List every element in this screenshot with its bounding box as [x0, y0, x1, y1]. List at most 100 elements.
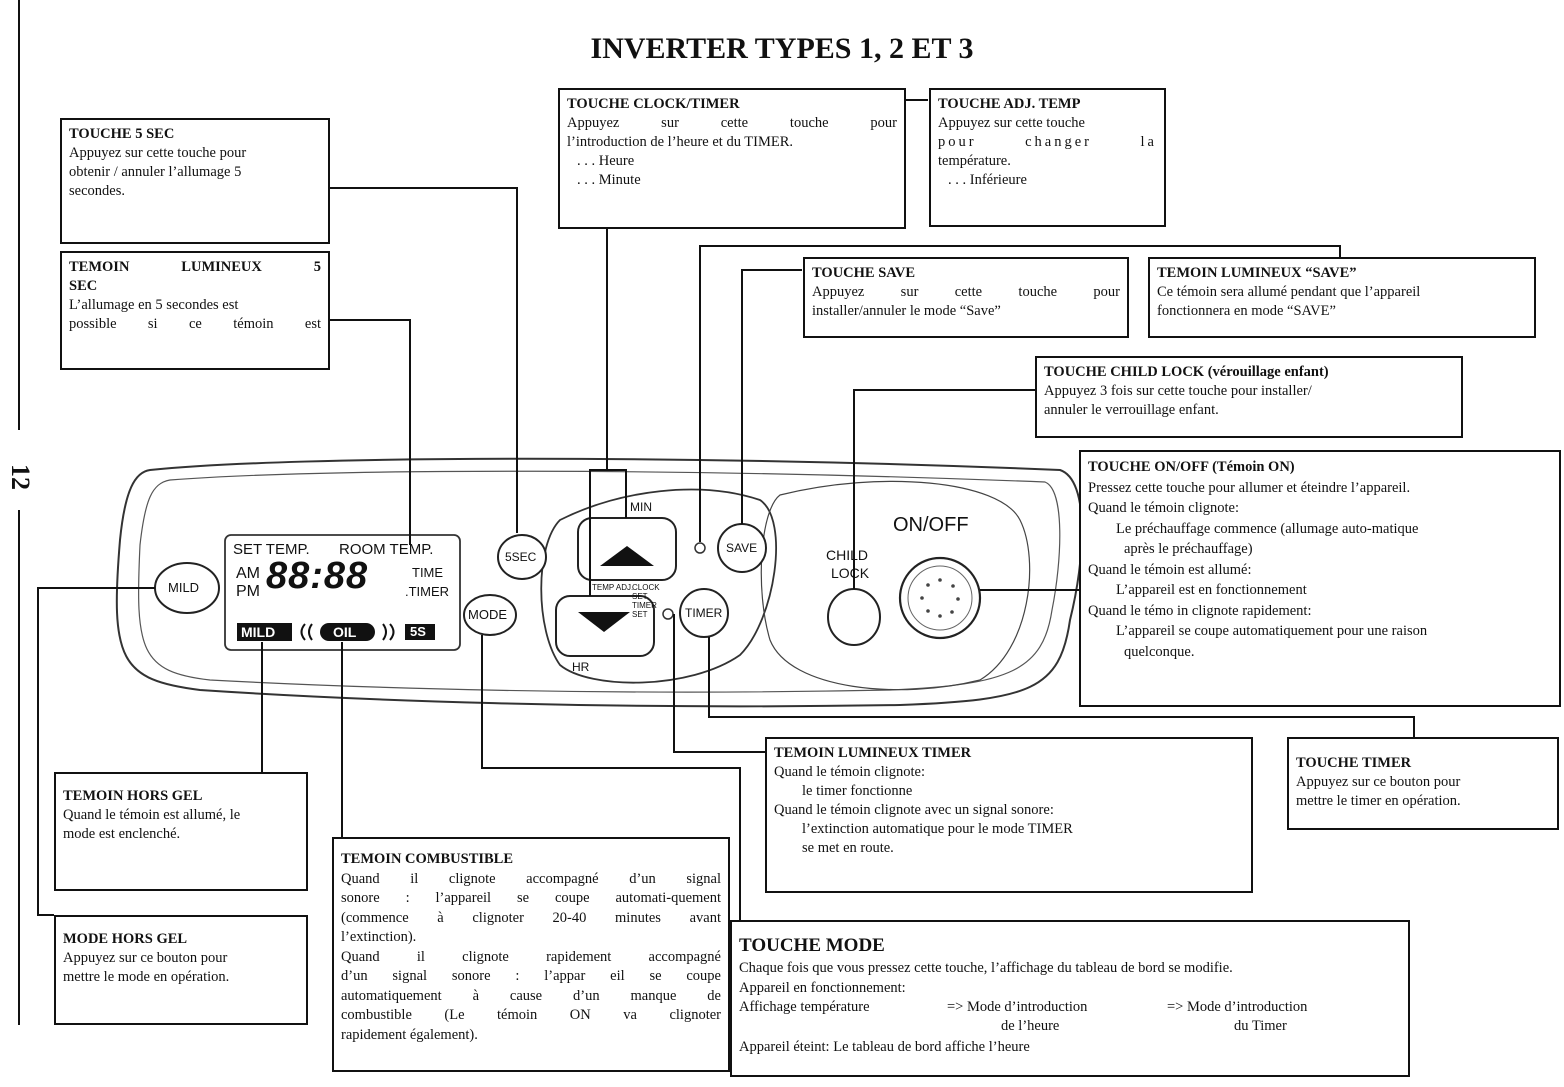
down-arrow-icon [578, 612, 630, 632]
box-title: TOUCHE CHILD LOCK (vérouillage enfant) [1044, 364, 1329, 380]
box-line: Pressez cette touche pour allumer et éte… [1088, 479, 1411, 496]
box-line: l’introduction de l’heure et du TIMER. [567, 134, 794, 150]
leader-modehg [37, 587, 155, 916]
box-line: L’appareil est en fonctionnement [1116, 582, 1307, 598]
lcd-5s-segment: 5S [410, 624, 426, 639]
box-line: annuler le verrouillage enfant. [1044, 402, 1219, 418]
right-lens [760, 480, 1031, 691]
box-touche-save: TOUCHE SAVE Appuyez sur cette touche pou… [803, 257, 1129, 338]
box-touche-clock: TOUCHE CLOCK/TIMER Appuyez sur cette tou… [558, 88, 906, 229]
box-line: Appareil éteint: Le tableau de bord affi… [739, 1039, 1030, 1055]
oil-wave-right [382, 623, 395, 641]
timer-button [679, 588, 729, 638]
lcd-timer: .TIMER [405, 584, 450, 599]
lcd-am: AM [236, 565, 260, 582]
box-line: Appuyez sur cette touche [938, 115, 1085, 131]
lcd-digits: 88:88 [266, 555, 369, 597]
lcd-oil-segment: OIL [333, 624, 357, 640]
box-line: Appuyez sur cette touche pour [567, 115, 897, 131]
mode-button-label[interactable]: MODE [468, 607, 507, 622]
5sec-button [497, 534, 547, 580]
box-line: Quand le témoin clignote: [774, 764, 926, 780]
box-line: . . . Inférieure [948, 172, 1027, 188]
mild-segment-bg [237, 623, 292, 641]
box-line: L’appareil se coupe automatiquement pour… [1116, 623, 1428, 639]
box-line: mode est enclenché. [63, 826, 181, 842]
child-lock-button [827, 588, 881, 646]
box-line: Appuyez sur ce bouton pour [63, 950, 228, 966]
5sec-button-label[interactable]: 5SEC [505, 550, 537, 564]
box-line: Appuyez 3 fois sur cette touche pour ins… [1044, 383, 1312, 399]
panel-outline [115, 457, 1083, 708]
clock-set-label: CLOCK SET TIMER SET [632, 583, 660, 619]
temp-adj-label: TEMP ADJ. [592, 583, 634, 592]
leader-timer [708, 637, 1415, 737]
5s-segment-bg [405, 624, 435, 640]
box-title: TOUCHE ON/OFF (Témoin ON) [1088, 459, 1295, 475]
box-line: secondes. [69, 183, 125, 199]
box-title: TEMOIN LUMINEUX 5 [69, 259, 321, 275]
box-line: rapidement également). [341, 1026, 478, 1043]
box-temoin-hors-gel: TEMOIN HORS GEL Quand le témoin est allu… [54, 772, 308, 891]
box-line: combustible (Le témoin ON va clignoter [341, 1007, 721, 1023]
box-touche-child-lock: TOUCHE CHILD LOCK (vérouillage enfant) A… [1035, 356, 1463, 438]
leader-5sec [328, 187, 518, 533]
mode-step-1: Affichage température [739, 999, 870, 1015]
box-line: température. [938, 153, 1011, 169]
oil-wave-left [300, 623, 313, 641]
box-line: L’allumage en 5 secondes est [69, 297, 239, 313]
onoff-label: ON/OFF [893, 514, 969, 536]
box-line: mettre le mode en opération. [63, 969, 230, 985]
min-label: MIN [630, 500, 652, 514]
box-title: TOUCHE ADJ. TEMP [938, 96, 1081, 112]
margin-rule-top [18, 0, 20, 430]
box-touche-mode: TOUCHE MODE Chaque fois que vous pressez… [730, 920, 1410, 1077]
box-line: Quand le témoin clignote avec un signal … [774, 802, 1054, 818]
box-temoin-5sec: TEMOIN LUMINEUX 5 SEC L’allumage en 5 se… [60, 251, 330, 370]
lcd-pm: PM [236, 583, 260, 600]
mild-button-label[interactable]: MILD [168, 580, 200, 595]
box-line: l’extinction automatique pour le mode TI… [802, 821, 1073, 837]
save-button-label[interactable]: SAVE [726, 541, 758, 555]
box-title: TOUCHE TIMER [1296, 755, 1412, 771]
box-title: SEC [69, 278, 98, 294]
box-line: . . . Minute [577, 172, 641, 188]
leader-save [741, 269, 802, 524]
box-line: Chaque fois que vous pressez cette touch… [739, 960, 1233, 976]
box-title: TEMOIN LUMINEUX TIMER [774, 745, 972, 761]
margin-rule-bottom [18, 510, 20, 1025]
box-title: TOUCHE SAVE [812, 265, 916, 281]
box-line: Ce témoin sera allumé pendant que l’appa… [1157, 284, 1421, 300]
box-line: Appuyez sur cette touche pour [69, 145, 247, 161]
save-indicator-led [694, 542, 706, 554]
box-touche-timer: TOUCHE TIMER Appuyez sur ce bouton pour … [1287, 737, 1559, 830]
box-title: TEMOIN LUMINEUX “SAVE” [1157, 265, 1357, 281]
mode-step-2: => Mode d’introduction [947, 999, 1088, 1015]
box-touche-adj-temp: TOUCHE ADJ. TEMP Appuyez sur cette touch… [929, 88, 1166, 227]
box-temoin-combustible: TEMOIN COMBUSTIBLE Quand il clignote acc… [332, 837, 730, 1072]
box-line: pour changer la [938, 134, 1157, 150]
onoff-dots [920, 578, 960, 618]
box-line: d’un signal sonore : l’appar eil se coup… [341, 968, 721, 984]
box-line: Le préchauffage commence (allumage auto-… [1116, 520, 1419, 537]
box-line: Appareil en fonctionnement: [739, 979, 906, 996]
lcd-time: TIME [412, 565, 444, 580]
onoff-button-inner [907, 565, 973, 631]
timer-button-label[interactable]: TIMER [685, 606, 723, 620]
lcd-room-temp: ROOM TEMP. [339, 541, 434, 558]
box-temoin-timer: TEMOIN LUMINEUX TIMER Quand le témoin cl… [765, 737, 1253, 893]
box-temoin-save: TEMOIN LUMINEUX “SAVE” Ce témoin sera al… [1148, 257, 1536, 338]
box-line: Quand il clignote accompagné d’un signal [341, 870, 721, 887]
lcd-mild-segment: MILD [241, 624, 276, 640]
box-line: après le préchauffage) [1124, 541, 1253, 557]
box-title: TOUCHE MODE [739, 935, 885, 956]
box-line: mettre le timer en opération. [1296, 793, 1461, 809]
mode-sequence: Affichage température => Mode d’introduc… [739, 998, 1401, 1038]
hr-label: HR [572, 660, 590, 674]
panel-inner-outline [138, 470, 1061, 693]
box-title: TEMOIN HORS GEL [63, 788, 203, 804]
box-title: MODE HORS GEL [63, 931, 188, 947]
box-line: (commence à clignoter 20-40 minutes avan… [341, 909, 721, 926]
mode-step-3-sub: du Timer [1234, 1018, 1287, 1034]
